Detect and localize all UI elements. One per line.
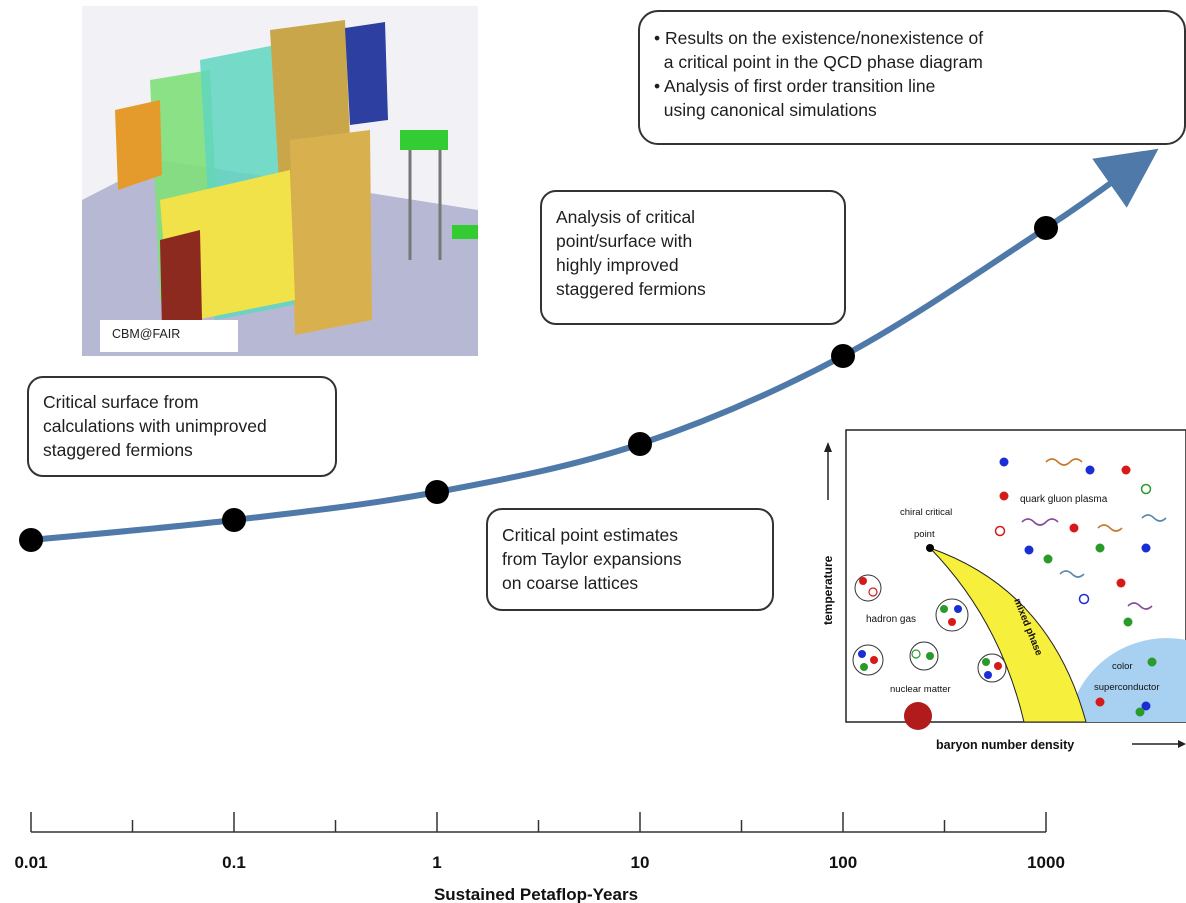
- curve-marker: [831, 344, 855, 368]
- pd-qgp-label: quark gluon plasma: [1020, 494, 1108, 505]
- tick-label: 1: [432, 853, 441, 872]
- box-results-line-4: using canonical simulations: [654, 100, 877, 120]
- pd-nuclear-label: nuclear matter: [890, 684, 951, 695]
- quark-dots: [858, 457, 1157, 717]
- pd-y-label: temperature: [821, 555, 835, 625]
- box-results-line-2: a critical point in the QCD phase diagra…: [654, 52, 983, 72]
- curve-markers: [19, 216, 1058, 552]
- curve-marker: [222, 508, 246, 532]
- curve-marker: [1034, 216, 1058, 240]
- detector-label: CBM@FAIR: [112, 327, 181, 341]
- box-critical-surface-line-3: staggered fermions: [43, 440, 193, 460]
- tick-label: 0.1: [222, 853, 246, 872]
- tick-label: 1000: [1027, 853, 1065, 872]
- pd-hadron-label: hadron gas: [866, 614, 916, 625]
- box-critical-analysis-line-4: staggered fermions: [556, 279, 706, 299]
- box-critical-analysis: Analysis of critical point/surface with …: [540, 190, 846, 325]
- box-critical-surface: Critical surface from calculations with …: [27, 376, 337, 477]
- pd-chiral-label-2: point: [914, 529, 935, 540]
- pd-x-label: baryon number density: [936, 738, 1074, 752]
- box-critical-point-line-3: on coarse lattices: [502, 573, 639, 593]
- box-critical-analysis-line-3: highly improved: [556, 255, 679, 275]
- tick-label: 10: [631, 853, 650, 872]
- box-results-line-3: • Analysis of first order transition lin…: [654, 76, 936, 96]
- box-critical-surface-line-1: Critical surface from: [43, 392, 199, 412]
- curve-marker: [425, 480, 449, 504]
- box-critical-point: Critical point estimates from Taylor exp…: [486, 508, 774, 611]
- pd-color-label-2: superconductor: [1094, 682, 1159, 693]
- x-axis-title: Sustained Petaflop-Years: [434, 885, 638, 903]
- box-critical-point-line-1: Critical point estimates: [502, 525, 679, 545]
- box-critical-analysis-line-2: point/surface with: [556, 231, 693, 251]
- tick-label: 0.01: [14, 853, 47, 872]
- detector-image: [82, 6, 478, 356]
- box-critical-analysis-line-1: Analysis of critical: [556, 207, 696, 227]
- curve-marker: [628, 432, 652, 456]
- box-results-line-1: • Results on the existence/nonexistence …: [654, 28, 984, 48]
- box-critical-surface-line-2: calculations with unimproved: [43, 416, 267, 436]
- x-axis: 0.01 0.1 1 10 100 1000: [14, 812, 1065, 872]
- pd-chiral-label-1: chiral critical: [900, 507, 952, 518]
- pd-color-label-1: color: [1112, 661, 1133, 672]
- box-critical-point-line-2: from Taylor expansions: [502, 549, 682, 569]
- phase-diagram: temperature baryon number density chiral…: [821, 429, 1186, 752]
- tick-label: 100: [829, 853, 857, 872]
- box-results: • Results on the existence/nonexistence …: [638, 10, 1186, 145]
- curve-marker: [19, 528, 43, 552]
